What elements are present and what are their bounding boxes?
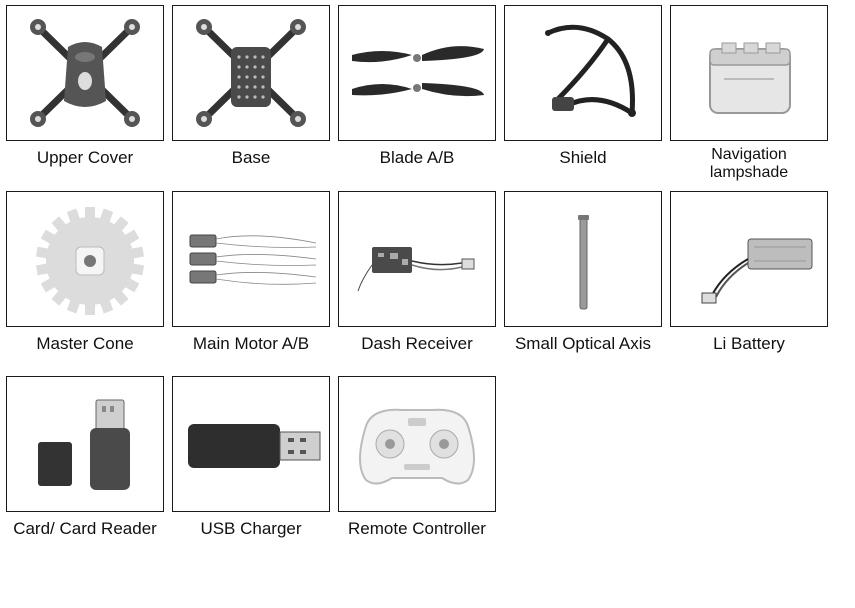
part-dash-receiver: Dash Receiver bbox=[338, 191, 496, 353]
part-label: Shield bbox=[559, 148, 607, 167]
part-image-box bbox=[6, 191, 164, 327]
part-remote-controller: Remote Controller bbox=[338, 376, 496, 538]
part-label: Li Battery bbox=[713, 334, 785, 353]
part-image-box bbox=[670, 5, 828, 141]
part-master-cone: Master Cone bbox=[6, 191, 164, 353]
part-label: Blade A/B bbox=[379, 148, 455, 167]
drone-upper-cover-icon bbox=[30, 19, 140, 127]
part-image-box bbox=[504, 191, 662, 327]
part-navigation-lampshade: Navigation lampshade bbox=[670, 5, 828, 182]
part-upper-cover: Upper Cover bbox=[6, 5, 164, 167]
gear-icon bbox=[35, 207, 145, 315]
drone-base-icon bbox=[196, 19, 306, 127]
sd-card-reader-icon bbox=[38, 399, 130, 490]
part-image-box bbox=[504, 5, 662, 141]
remote-controller-icon bbox=[359, 408, 475, 485]
part-image-box bbox=[338, 191, 496, 327]
part-image-box bbox=[172, 191, 330, 327]
part-label: Base bbox=[231, 148, 271, 167]
part-small-optical-axis: Small Optical Axis bbox=[504, 191, 662, 353]
part-usb-charger: USB Charger bbox=[172, 376, 330, 538]
usb-charger-icon bbox=[188, 424, 321, 468]
part-label: Master Cone bbox=[36, 334, 134, 353]
part-shield: Shield bbox=[504, 5, 662, 167]
part-image-box bbox=[172, 376, 330, 512]
part-label: Remote Controller bbox=[348, 519, 486, 538]
part-image-box bbox=[172, 5, 330, 141]
part-label: USB Charger bbox=[200, 519, 302, 538]
axis-rod-icon bbox=[578, 215, 589, 310]
propeller-shield-icon bbox=[545, 24, 636, 117]
part-image-box bbox=[6, 376, 164, 512]
receiver-board-icon bbox=[357, 247, 475, 292]
part-card-reader: Card/ Card Reader bbox=[6, 376, 164, 538]
part-label: Dash Receiver bbox=[361, 334, 473, 353]
battery-icon bbox=[701, 238, 813, 304]
part-label: Upper Cover bbox=[36, 148, 134, 167]
part-label: Main Motor A/B bbox=[192, 334, 310, 353]
lampshade-icon bbox=[709, 42, 791, 114]
part-image-box bbox=[670, 191, 828, 327]
part-image-box bbox=[338, 5, 496, 141]
part-label: Card/ Card Reader bbox=[13, 519, 157, 538]
propeller-blade-icon bbox=[352, 46, 484, 97]
part-blade: Blade A/B bbox=[338, 5, 496, 167]
part-base: Base bbox=[172, 5, 330, 167]
part-label: Small Optical Axis bbox=[514, 334, 652, 353]
part-li-battery: Li Battery bbox=[670, 191, 828, 353]
part-main-motor: Main Motor A/B bbox=[172, 191, 330, 353]
part-image-box bbox=[6, 5, 164, 141]
part-label: Navigation lampshade bbox=[709, 146, 789, 181]
part-image-box bbox=[338, 376, 496, 512]
motor-icon bbox=[189, 234, 317, 285]
